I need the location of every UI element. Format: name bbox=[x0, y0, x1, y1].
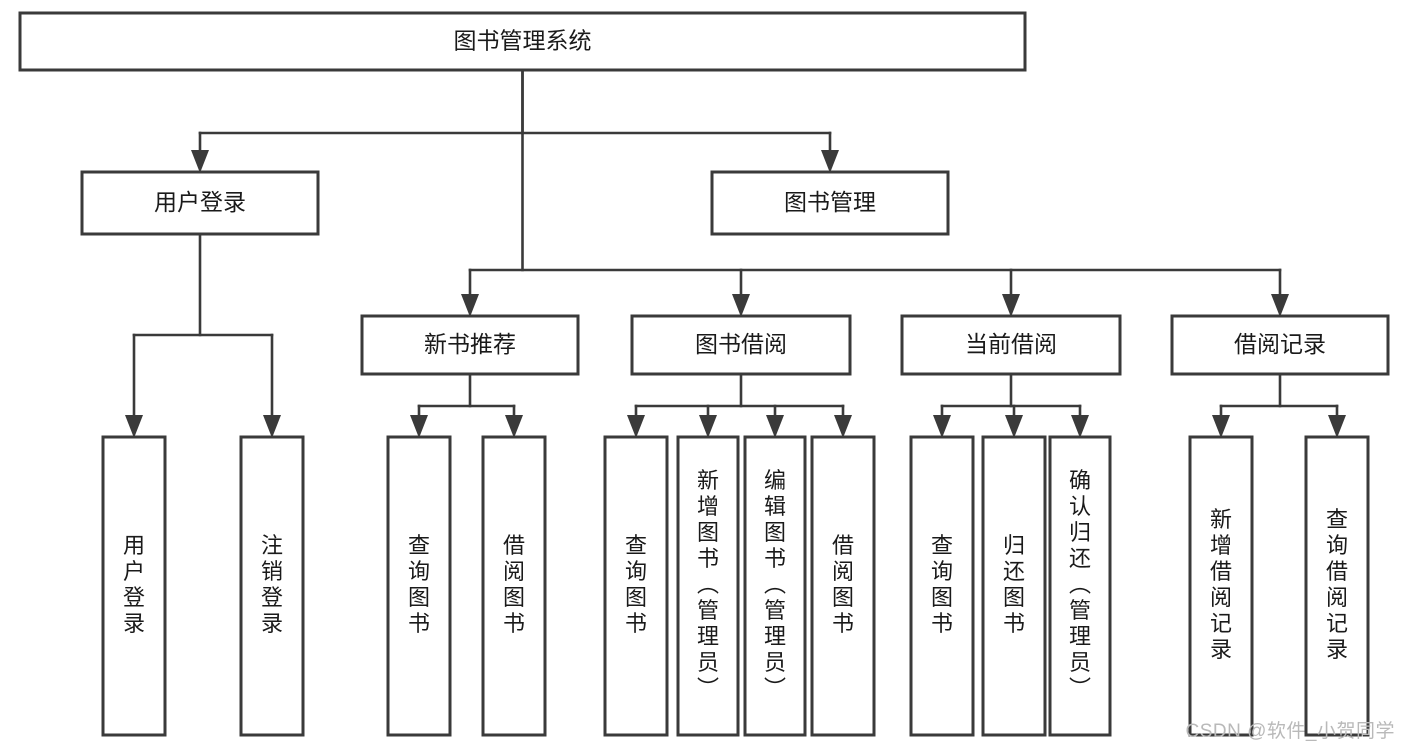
connector-group bbox=[191, 68, 839, 173]
node-box[interactable] bbox=[743, 435, 807, 737]
arrow-head-icon bbox=[1002, 294, 1020, 317]
arrow-head-icon bbox=[125, 415, 143, 438]
node-label: 查询图书 bbox=[931, 533, 953, 636]
node-label: 用户登录 bbox=[123, 533, 145, 636]
node-box[interactable] bbox=[630, 314, 852, 376]
arrow-head-icon bbox=[1212, 415, 1230, 438]
node-label: 归还图书 bbox=[1003, 533, 1025, 636]
node-leaf-return-book[interactable]: 归还图书 bbox=[981, 435, 1047, 737]
connector-layer bbox=[125, 68, 1346, 438]
node-label: 当前借阅 bbox=[965, 331, 1057, 357]
node-label: 图书管理 bbox=[784, 189, 876, 215]
node-label: 新增借阅记录 bbox=[1210, 507, 1232, 662]
node-leaf-query-book-1[interactable]: 查询图书 bbox=[386, 435, 452, 737]
node-label: 图书借阅 bbox=[695, 331, 787, 357]
connector-group bbox=[1212, 372, 1346, 438]
arrow-head-icon bbox=[1271, 294, 1289, 317]
node-new-book-rec[interactable]: 新书推荐 bbox=[360, 314, 580, 376]
node-borrow-record[interactable]: 借阅记录 bbox=[1170, 314, 1390, 376]
node-box[interactable] bbox=[900, 314, 1122, 376]
node-label: 借阅记录 bbox=[1234, 331, 1326, 357]
connector-group bbox=[125, 232, 281, 438]
arrow-head-icon bbox=[1071, 415, 1089, 438]
arrow-head-icon bbox=[933, 415, 951, 438]
node-label: 编辑图书︵管理员︶ bbox=[764, 468, 786, 701]
arrow-head-icon bbox=[461, 294, 479, 317]
arrow-head-icon bbox=[627, 415, 645, 438]
arrow-head-icon bbox=[834, 415, 852, 438]
node-box[interactable] bbox=[909, 435, 975, 737]
arrow-head-icon bbox=[1005, 415, 1023, 438]
node-box[interactable] bbox=[386, 435, 452, 737]
connector-group bbox=[410, 372, 523, 438]
node-leaf-edit-book[interactable]: 编辑图书︵管理员︶ bbox=[743, 435, 807, 737]
node-box[interactable] bbox=[1304, 435, 1370, 737]
connector-group bbox=[933, 372, 1089, 438]
node-box[interactable] bbox=[481, 435, 547, 737]
node-label: 查询图书 bbox=[408, 533, 430, 636]
node-box[interactable] bbox=[239, 435, 305, 737]
node-leaf-query-book-2[interactable]: 查询图书 bbox=[603, 435, 669, 737]
node-box[interactable] bbox=[1170, 314, 1390, 376]
node-box[interactable] bbox=[360, 314, 580, 376]
connector-group bbox=[461, 68, 1289, 317]
node-box[interactable] bbox=[676, 435, 740, 737]
node-current-borrow[interactable]: 当前借阅 bbox=[900, 314, 1122, 376]
node-label: 查询借阅记录 bbox=[1326, 507, 1348, 662]
arrow-head-icon bbox=[821, 150, 839, 173]
arrow-head-icon bbox=[505, 415, 523, 438]
node-box[interactable] bbox=[603, 435, 669, 737]
arrow-head-icon bbox=[263, 415, 281, 438]
node-leaf-borrow-book-1[interactable]: 借阅图书 bbox=[481, 435, 547, 737]
node-label: 图书管理系统 bbox=[454, 28, 592, 54]
node-box[interactable] bbox=[80, 170, 320, 236]
node-leaf-logout[interactable]: 注销登录 bbox=[239, 435, 305, 737]
node-box[interactable] bbox=[810, 435, 876, 737]
node-root[interactable]: 图书管理系统 bbox=[18, 11, 1027, 72]
node-leaf-query-book-3[interactable]: 查询图书 bbox=[909, 435, 975, 737]
node-box[interactable] bbox=[981, 435, 1047, 737]
arrow-head-icon bbox=[699, 415, 717, 438]
node-box[interactable] bbox=[1188, 435, 1254, 737]
node-leaf-query-record[interactable]: 查询借阅记录 bbox=[1304, 435, 1370, 737]
node-book-borrow[interactable]: 图书借阅 bbox=[630, 314, 852, 376]
arrow-head-icon bbox=[766, 415, 784, 438]
node-box[interactable] bbox=[18, 11, 1027, 72]
node-label: 确认归还︵管理员︶ bbox=[1069, 468, 1091, 701]
arrow-head-icon bbox=[1328, 415, 1346, 438]
node-label: 用户登录 bbox=[154, 189, 246, 215]
node-book-mgmt[interactable]: 图书管理 bbox=[710, 170, 950, 236]
node-label: 新增图书︵管理员︶ bbox=[697, 468, 719, 701]
node-leaf-user-login[interactable]: 用户登录 bbox=[101, 435, 167, 737]
node-leaf-confirm-return[interactable]: 确认归还︵管理员︶ bbox=[1048, 435, 1112, 737]
connector-group bbox=[627, 372, 852, 438]
arrow-head-icon bbox=[732, 294, 750, 317]
arrow-head-icon bbox=[191, 150, 209, 173]
node-box[interactable] bbox=[710, 170, 950, 236]
node-label: 借阅图书 bbox=[503, 533, 525, 636]
node-leaf-add-record[interactable]: 新增借阅记录 bbox=[1188, 435, 1254, 737]
node-label: 借阅图书 bbox=[832, 533, 854, 636]
node-layer: 图书管理系统用户登录图书管理新书推荐图书借阅当前借阅借阅记录用户登录注销登录查询… bbox=[18, 11, 1390, 737]
node-box[interactable] bbox=[101, 435, 167, 737]
node-login[interactable]: 用户登录 bbox=[80, 170, 320, 236]
node-label: 新书推荐 bbox=[424, 331, 516, 357]
node-label: 查询图书 bbox=[625, 533, 647, 636]
node-label: 注销登录 bbox=[261, 533, 283, 636]
arrow-head-icon bbox=[410, 415, 428, 438]
node-leaf-add-book[interactable]: 新增图书︵管理员︶ bbox=[676, 435, 740, 737]
node-box[interactable] bbox=[1048, 435, 1112, 737]
node-leaf-borrow-book-2[interactable]: 借阅图书 bbox=[810, 435, 876, 737]
